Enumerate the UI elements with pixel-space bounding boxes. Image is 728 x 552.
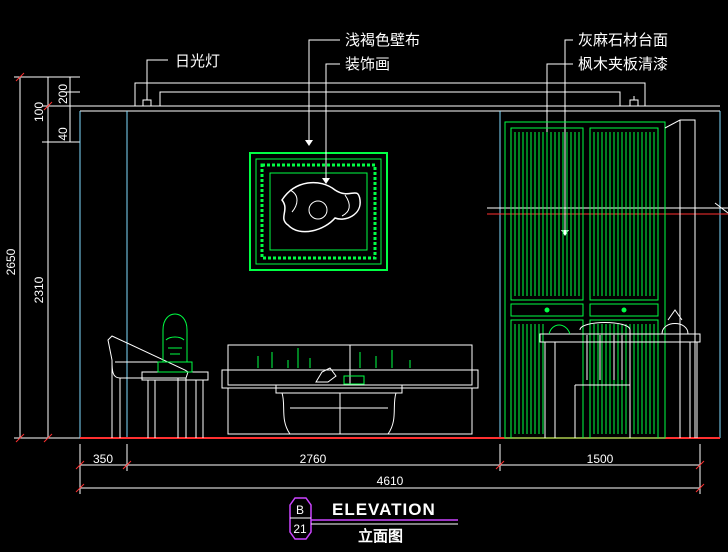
decorative-painting: [249, 152, 388, 271]
statue: [157, 313, 193, 373]
sheet-tag-icon: [289, 497, 312, 540]
counter-leader-tick: [714, 202, 728, 214]
dim-2760: 2760: [300, 452, 327, 466]
label-stone-countertop: 灰麻石材台面: [578, 31, 668, 49]
label-wall-fabric: 浅褐色壁布: [345, 31, 420, 49]
dim-40: 40: [56, 127, 70, 141]
dim-200: 200: [56, 84, 70, 104]
wall-outline: [79, 111, 721, 438]
cabinet: [504, 119, 696, 439]
dim-4610: 4610: [377, 474, 404, 488]
fluorescent-light-icon: [142, 96, 639, 107]
label-maple-veneer: 枫木夹板清漆: [578, 55, 668, 73]
dim-1500: 1500: [587, 452, 614, 466]
ceiling-line: [80, 82, 720, 112]
dim-100: 100: [32, 102, 46, 122]
title-elevation: ELEVATION: [332, 500, 436, 519]
coffee-table: [275, 367, 403, 435]
label-fluorescent-light: 日光灯: [175, 52, 220, 70]
dim-350: 350: [93, 452, 113, 466]
vertical-dimensions: [14, 72, 80, 443]
desk-and-chair: [539, 309, 701, 438]
horizontal-dimensions: [75, 444, 705, 494]
sheet-number: 21: [293, 522, 307, 536]
label-decorative-painting: 装饰画: [345, 55, 390, 73]
leader-arrows: [305, 140, 569, 236]
sheet-letter: B: [296, 503, 304, 517]
dim-2650: 2650: [4, 248, 18, 275]
title-chinese: 立面图: [358, 527, 403, 545]
dim-2310: 2310: [32, 276, 46, 303]
side-table: [141, 371, 209, 438]
title-block: B 21 ELEVATION 立面图: [289, 497, 458, 545]
sofa: [221, 344, 479, 435]
